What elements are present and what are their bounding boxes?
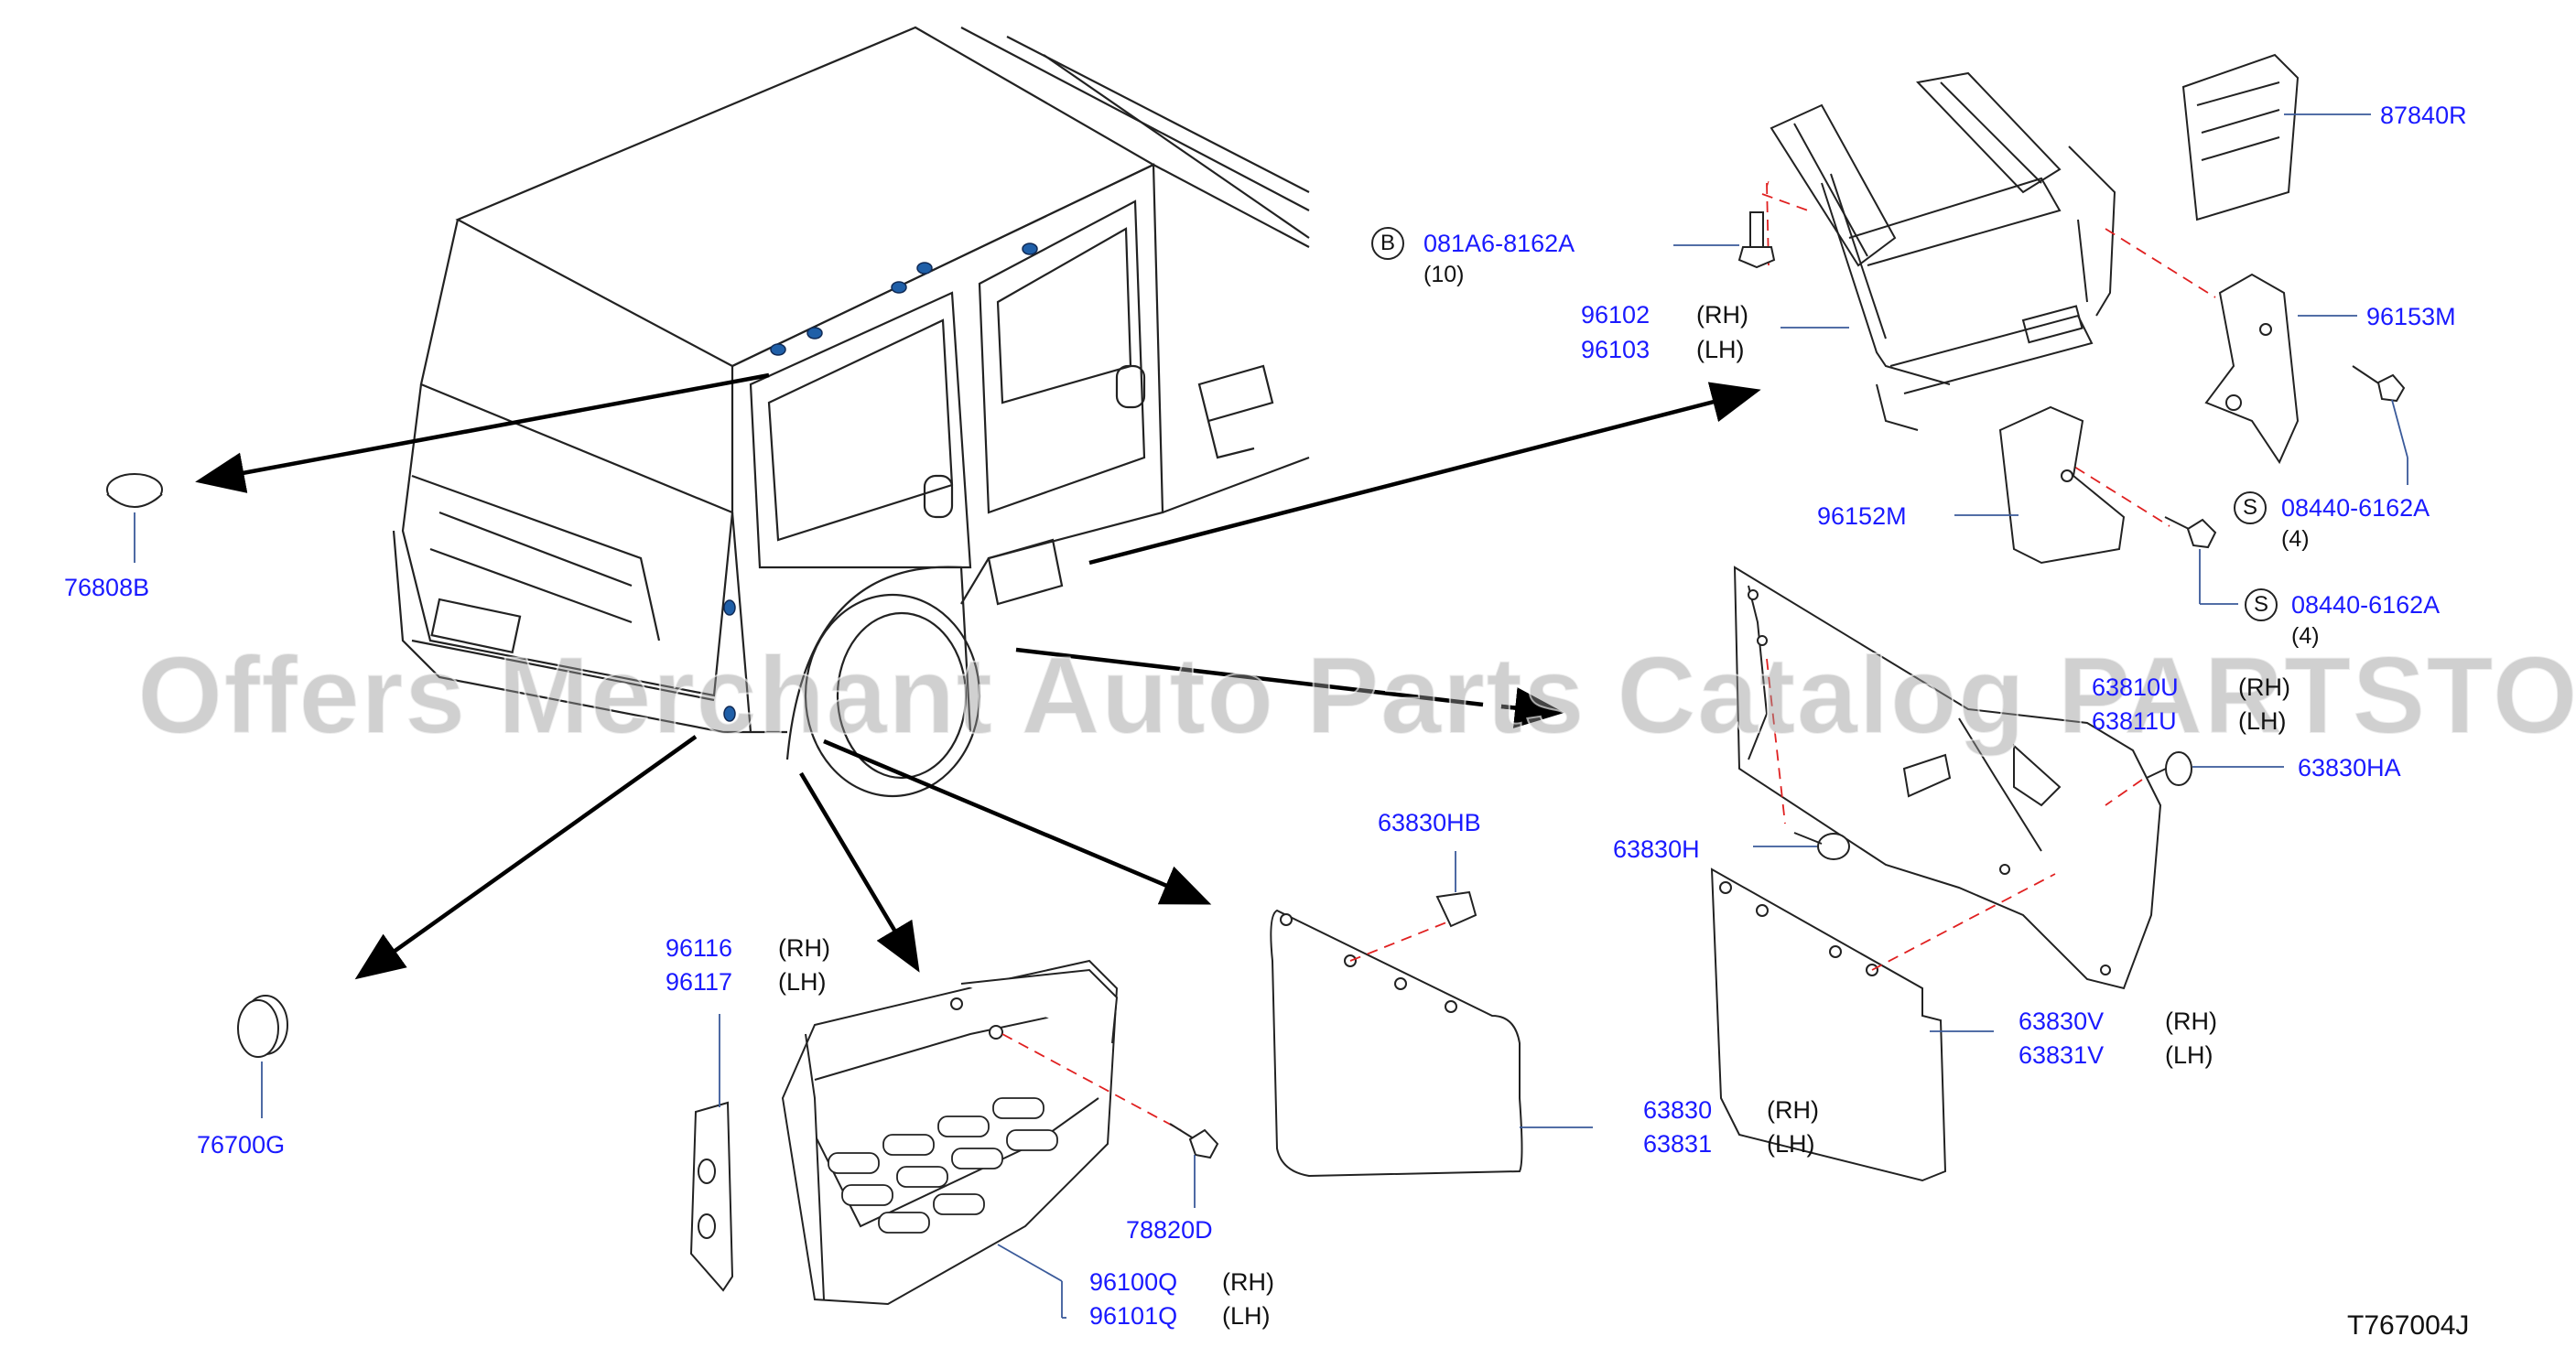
label-96103-side: (LH) xyxy=(1696,336,1745,363)
part-63830hb-clip xyxy=(1435,890,1477,928)
arrow-to-splash-guard xyxy=(1015,647,1484,707)
label-63831-side: (LH) xyxy=(1767,1130,1815,1158)
part-78820d-bolt xyxy=(1169,1123,1219,1159)
label-96116-side: (RH) xyxy=(778,934,830,962)
label-63810u[interactable]: 63810U xyxy=(2092,674,2179,701)
arrow-to-76808b xyxy=(195,372,770,493)
label-63830-side: (RH) xyxy=(1767,1096,1819,1124)
part-08440-bolt-upper xyxy=(2352,365,2406,403)
part-63830v-rear-mudflap xyxy=(1710,868,1947,1182)
part-96152m-cover xyxy=(1998,405,2126,565)
part-96102-step-bracket xyxy=(1770,71,2116,431)
symbol-s-lower: S xyxy=(2245,588,2278,621)
label-96117[interactable]: 96117 xyxy=(666,968,733,996)
truck-cab-illustration xyxy=(392,26,1310,798)
arrow-to-76700g xyxy=(354,735,698,980)
label-081a6-8162a[interactable]: 081A6-8162A xyxy=(1423,230,1575,257)
label-63831[interactable]: 63831 xyxy=(1643,1130,1713,1158)
label-63830h[interactable]: 63830H xyxy=(1613,835,1700,863)
arrow-to-step xyxy=(799,771,920,973)
label-76808b[interactable]: 76808B xyxy=(64,574,150,601)
part-76700g-plug xyxy=(237,995,288,1058)
qty-08440-lower: (4) xyxy=(2291,623,2320,649)
label-96100q-side: (RH) xyxy=(1222,1268,1274,1296)
label-63831v[interactable]: 63831V xyxy=(2019,1041,2105,1069)
qty-081a6: (10) xyxy=(1423,262,1465,287)
label-76700g[interactable]: 76700G xyxy=(197,1131,286,1159)
label-63830hb[interactable]: 63830HB xyxy=(1378,809,1481,836)
label-96101q-side: (LH) xyxy=(1222,1302,1271,1330)
label-96101q[interactable]: 96101Q xyxy=(1089,1302,1178,1330)
arrow-to-step-bracket xyxy=(1088,382,1761,566)
symbol-b: B xyxy=(1371,227,1404,260)
part-96153m-cover xyxy=(2204,273,2300,465)
label-63831v-side: (LH) xyxy=(2165,1041,2213,1069)
label-78820d[interactable]: 78820D xyxy=(1126,1216,1213,1244)
drawing-code: T767004J xyxy=(2347,1310,2470,1341)
label-63811u-side: (LH) xyxy=(2238,707,2287,735)
label-63830[interactable]: 63830 xyxy=(1643,1096,1713,1124)
label-96117-side: (LH) xyxy=(778,968,827,996)
label-96103[interactable]: 96103 xyxy=(1581,336,1651,363)
label-63830v[interactable]: 63830V xyxy=(2019,1008,2105,1035)
part-08440-bolt-lower xyxy=(2164,516,2217,549)
part-63810u-splash-shield xyxy=(1733,566,2162,990)
part-87840r-cover xyxy=(2181,53,2300,221)
label-87840r[interactable]: 87840R xyxy=(2380,102,2467,129)
label-63830v-side: (RH) xyxy=(2165,1008,2217,1035)
label-96153m[interactable]: 96153M xyxy=(2366,303,2456,330)
symbol-s-upper: S xyxy=(2234,491,2267,524)
arrow-to-mudflap xyxy=(823,738,1212,905)
label-96152m[interactable]: 96152M xyxy=(1817,502,1907,530)
part-081a6-bolt xyxy=(1737,211,1776,269)
label-63830ha[interactable]: 63830HA xyxy=(2298,754,2401,781)
label-08440-6162a-lower[interactable]: 08440-6162A xyxy=(2291,591,2441,619)
reference-arrows xyxy=(195,372,1761,980)
qty-08440-upper: (4) xyxy=(2281,526,2310,552)
label-63811u[interactable]: 63811U xyxy=(2092,707,2177,735)
part-76808b-cap xyxy=(106,473,163,508)
label-96102-side: (RH) xyxy=(1696,301,1748,329)
label-63810u-side: (RH) xyxy=(2238,674,2290,701)
part-63830ha-clip xyxy=(2146,751,2192,786)
part-63830-mudflap xyxy=(1270,909,1523,1178)
label-08440-6162a-upper[interactable]: 08440-6162A xyxy=(2281,494,2430,522)
part-63830h-clip xyxy=(1793,832,1850,860)
label-96102[interactable]: 96102 xyxy=(1581,301,1651,329)
label-96100q[interactable]: 96100Q xyxy=(1089,1268,1178,1296)
label-96116[interactable]: 96116 xyxy=(666,934,733,962)
part-96100q-step xyxy=(781,959,1119,1306)
part-96116-bracket xyxy=(689,1101,734,1292)
